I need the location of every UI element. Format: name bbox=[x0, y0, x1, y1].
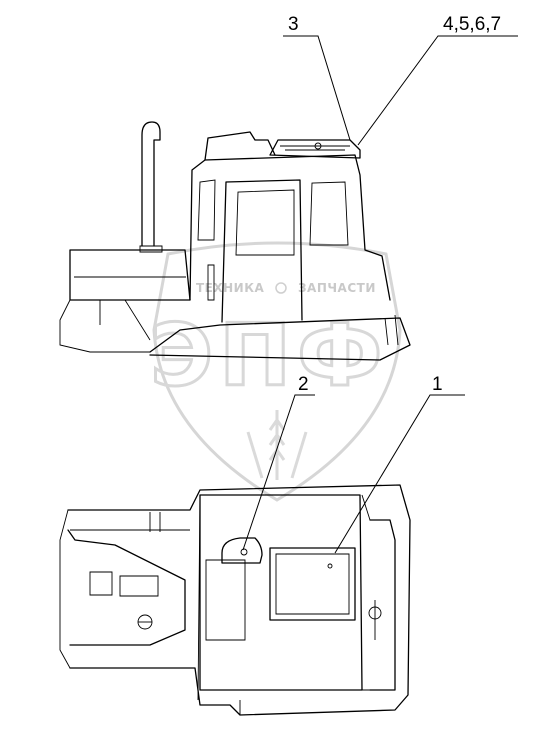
chassis-outline bbox=[67, 484, 411, 716]
watermark-right-word: ЗАПЧАСТИ bbox=[298, 281, 376, 295]
engine-panel bbox=[67, 529, 186, 646]
watermark-gear-icon bbox=[275, 282, 287, 294]
engine-hood bbox=[69, 249, 191, 301]
leader-2 bbox=[242, 394, 315, 551]
callouts: 3 4,5,6,7 2 1 bbox=[242, 14, 518, 554]
watermark-left-word: ТЕХНИКА bbox=[196, 281, 265, 295]
cab-body bbox=[189, 154, 391, 301]
door-window bbox=[235, 189, 295, 256]
leader-4567 bbox=[357, 35, 518, 146]
watermark: ТЕХНИКА ЗАПЧАСТИ ЭПФ bbox=[149, 241, 402, 502]
callout-1: 1 bbox=[432, 374, 443, 395]
right-rail bbox=[369, 519, 396, 691]
roof-hatch-item-1 bbox=[269, 547, 356, 621]
callout-4567: 4,5,6,7 bbox=[443, 14, 501, 35]
leader-3 bbox=[283, 35, 351, 141]
callout-2: 2 bbox=[298, 374, 309, 395]
track-fender bbox=[149, 317, 411, 361]
roof-vent-item-2 bbox=[221, 537, 263, 564]
exhaust-pipe bbox=[141, 121, 161, 247]
watermark-wheat-icon bbox=[246, 410, 308, 480]
watermark-shield bbox=[152, 241, 402, 502]
side-view bbox=[59, 121, 411, 361]
engine-grille-left bbox=[89, 571, 113, 596]
side-window bbox=[309, 181, 349, 246]
rear-window bbox=[197, 179, 216, 241]
cab-door bbox=[221, 179, 303, 323]
leader-1 bbox=[334, 394, 465, 554]
callout-3: 3 bbox=[288, 14, 299, 35]
roof-hatch bbox=[269, 139, 361, 159]
top-view bbox=[59, 484, 411, 716]
cab-top bbox=[199, 494, 363, 691]
cab-roof bbox=[204, 131, 276, 161]
engine-grille-right bbox=[119, 575, 159, 597]
